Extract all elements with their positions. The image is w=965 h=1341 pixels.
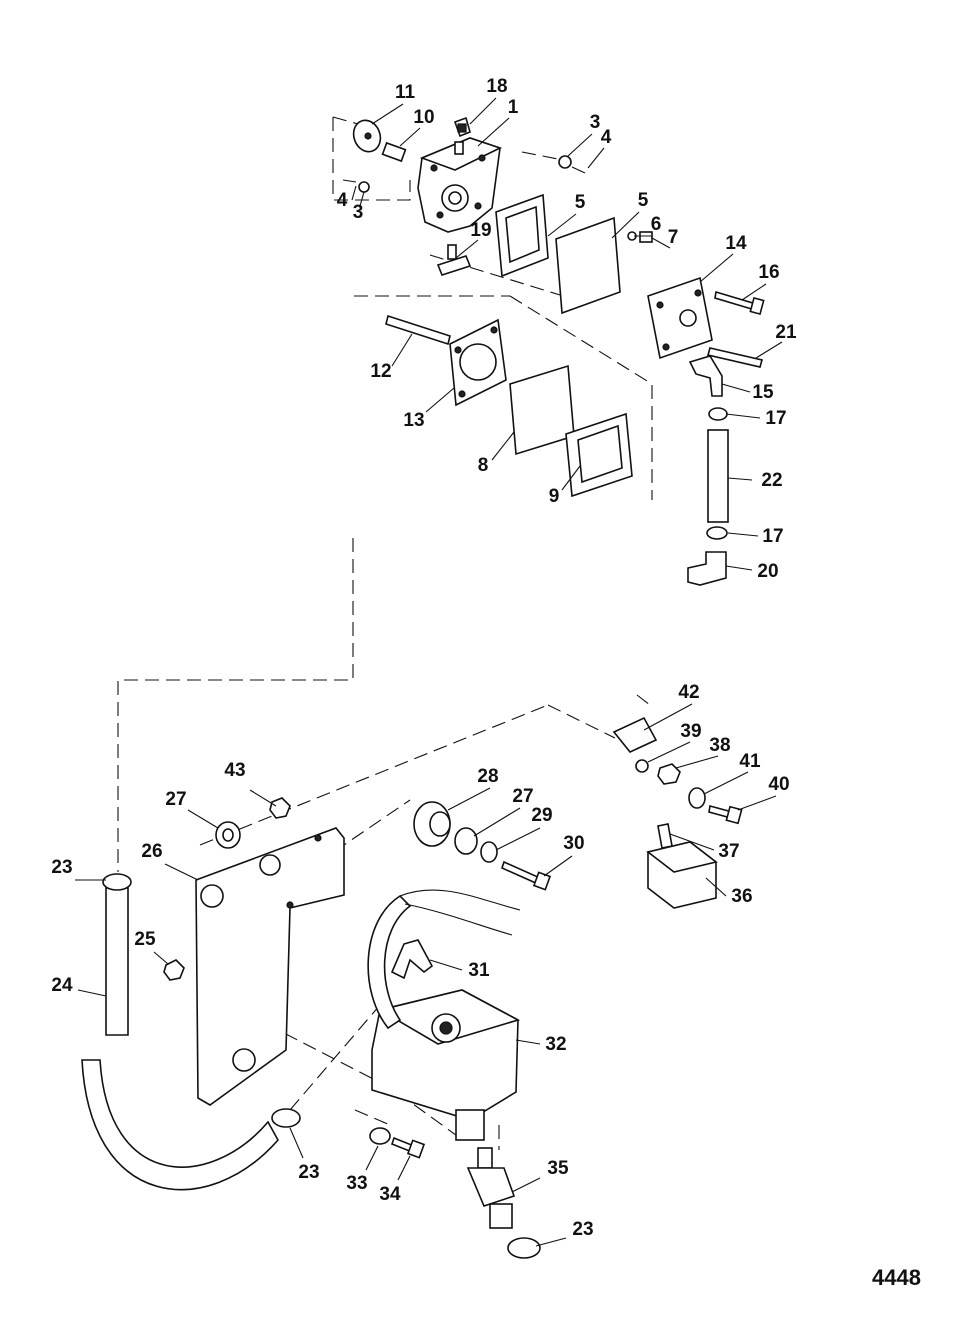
elbow-fitting-20 <box>687 551 727 586</box>
screw-21 <box>706 347 764 368</box>
screw-34 <box>391 1136 426 1159</box>
leader-lines <box>75 97 783 1247</box>
spring-10 <box>381 141 407 163</box>
nut-43 <box>269 797 291 819</box>
callout-c38: 38 <box>709 735 730 756</box>
callout-c16: 16 <box>758 262 779 283</box>
relay-36 <box>646 841 718 909</box>
callout-c17b: 17 <box>762 526 783 547</box>
callout-c3b: 3 <box>353 202 364 223</box>
callout-c28: 28 <box>477 766 498 787</box>
callout-c36: 36 <box>731 886 752 907</box>
clip-42 <box>612 716 658 753</box>
callout-c7: 7 <box>668 227 679 248</box>
callout-c3a: 3 <box>590 112 601 133</box>
pin-12 <box>385 314 451 346</box>
pump-base-13 <box>449 318 507 407</box>
callout-c8: 8 <box>478 455 489 476</box>
callout-c13: 13 <box>403 410 424 431</box>
elbow-fitting-31 <box>390 939 434 980</box>
clamp-23c <box>507 1237 541 1259</box>
callout-c35: 35 <box>547 1158 569 1179</box>
callout-c37: 37 <box>718 841 739 862</box>
callout-c42: 42 <box>678 682 699 703</box>
gasket-9 <box>565 412 633 498</box>
diaphragm-8 <box>509 364 575 456</box>
callout-c23b: 23 <box>298 1162 319 1183</box>
callout-c20: 20 <box>757 561 778 582</box>
callout-c25: 25 <box>134 929 156 950</box>
callout-c5b: 5 <box>638 190 649 211</box>
figure-number: 4448 <box>872 1265 921 1290</box>
callout-c43: 43 <box>224 760 245 781</box>
callout-c9: 9 <box>549 486 560 507</box>
callout-c12: 12 <box>370 361 391 382</box>
solenoid-valve-32 <box>371 989 521 1141</box>
diaphragm-cap-11 <box>352 119 382 153</box>
callout-c4b: 4 <box>337 190 348 211</box>
tee-fitting-19 <box>436 244 472 276</box>
washer-29 <box>480 841 498 863</box>
callout-c10: 10 <box>413 107 434 128</box>
fuel-pump-body <box>417 137 503 233</box>
callout-c5a: 5 <box>575 192 586 213</box>
callout-c15: 15 <box>752 382 774 403</box>
grommet-27b <box>454 827 478 855</box>
callout-c21: 21 <box>775 322 797 343</box>
callout-c18: 18 <box>486 76 507 97</box>
callout-c34: 34 <box>379 1184 401 1205</box>
callout-c27b: 27 <box>512 786 533 807</box>
callout-c29: 29 <box>531 805 552 826</box>
callout-c33: 33 <box>346 1173 367 1194</box>
callout-c17a: 17 <box>765 408 786 429</box>
callout-c6: 6 <box>651 214 662 235</box>
washer-33 <box>369 1127 391 1145</box>
nut-25 <box>163 959 185 981</box>
diaphragm-5b <box>555 216 621 315</box>
callout-c32: 32 <box>545 1034 566 1055</box>
clamp-17b <box>706 526 728 540</box>
callout-c31: 31 <box>468 960 490 981</box>
fitting-35 <box>466 1147 516 1229</box>
screw-16 <box>714 290 765 316</box>
callout-c22: 22 <box>761 470 782 491</box>
elbow-fitting-15 <box>688 355 723 397</box>
callout-c23a: 23 <box>51 857 72 878</box>
check-valve-6-7 <box>627 231 653 243</box>
clamp-23b <box>271 1108 301 1128</box>
callout-c41: 41 <box>739 751 761 772</box>
screw-40 <box>708 804 743 825</box>
callout-c1: 1 <box>508 97 519 118</box>
callout-c14: 14 <box>725 233 747 254</box>
wire-harness <box>367 889 521 1030</box>
hose-24 <box>81 887 279 1191</box>
clamp-17a <box>708 407 728 421</box>
grommet-28 <box>413 801 451 847</box>
screw-washer-right <box>558 155 586 174</box>
grommet-27a <box>215 821 241 849</box>
pump-cover-14 <box>647 276 713 360</box>
callout-c27a: 27 <box>165 789 186 810</box>
callout-c19: 19 <box>470 220 491 241</box>
gasket-5a <box>495 193 549 278</box>
washer-41 <box>688 787 706 809</box>
callout-c23c: 23 <box>572 1219 593 1240</box>
clip-37 <box>657 823 673 849</box>
screw-30 <box>501 860 552 891</box>
elbow-fitting-18 <box>453 116 471 138</box>
callout-c30: 30 <box>563 833 584 854</box>
callout-c4a: 4 <box>601 127 612 148</box>
hose-22 <box>707 429 729 523</box>
callout-c11: 11 <box>395 82 416 103</box>
callout-c24: 24 <box>51 975 73 996</box>
callout-c40: 40 <box>768 774 789 795</box>
callout-c26: 26 <box>141 841 162 862</box>
clamp-23a <box>102 873 132 891</box>
nut-39-38 <box>635 759 681 785</box>
mounting-bracket-26 <box>195 827 345 1106</box>
callout-c39: 39 <box>680 721 701 742</box>
